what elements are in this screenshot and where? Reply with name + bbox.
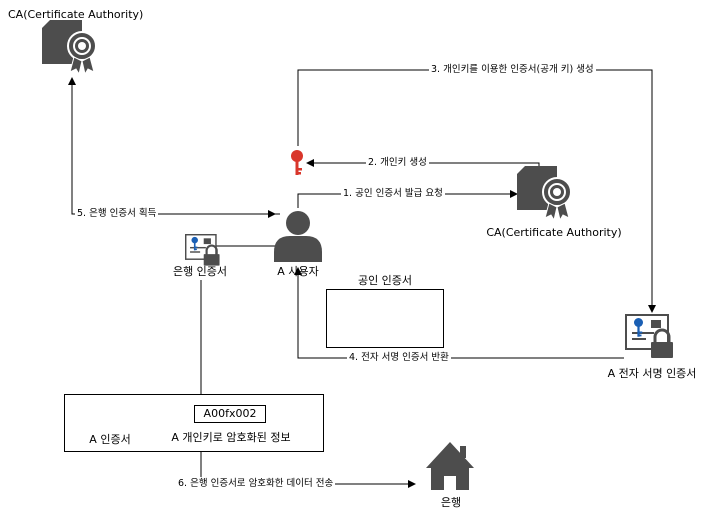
edge-5-label: 5. 은행 인증서 획득 [75, 207, 159, 221]
ca-top-certificate-icon [41, 19, 97, 75]
bank-cert-icon [186, 235, 220, 266]
ca-right-certificate-icon [516, 165, 572, 221]
private-key-icon [291, 150, 303, 175]
bank-label: 은행 [440, 496, 462, 509]
public-cert-group-label: 공인 인증서 [357, 274, 413, 287]
a-cert-label: A 인증서 [89, 433, 131, 446]
edge-3-label: 3. 개인키를 이용한 인증서(공개 키) 생성 [429, 63, 596, 77]
user-label: A 사용자 [277, 265, 319, 278]
edge-4-label: 4. 전자 서명 인증서 반환 [347, 351, 451, 365]
edge-6-label: 6. 은행 인증서로 암호화한 데이터 전송 [176, 477, 336, 491]
user-icon [274, 211, 322, 262]
encrypted-info-label: A 개인키로 암호화된 정보 [171, 431, 291, 444]
house-icon [426, 442, 474, 490]
a-digital-sign-cert-label: A 전자 서명 인증서 [607, 367, 697, 380]
edge-1-label: 1. 공인 인증서 발급 요청 [341, 187, 445, 201]
edge-5-up [68, 77, 280, 215]
ca-top-label: CA(Certificate Authority) [8, 8, 144, 21]
ca-right-label: CA(Certificate Authority) [486, 226, 622, 239]
edge-2-label: 2. 개인키 생성 [366, 156, 429, 170]
a-digital-sign-cert-icon [626, 315, 673, 358]
edge-4 [294, 267, 624, 359]
code-value: A00fx002 [194, 405, 266, 423]
bottom-info-box [64, 394, 324, 452]
public-cert-group-box [326, 289, 444, 348]
bank-cert-label: 은행 인증서 [172, 265, 228, 278]
